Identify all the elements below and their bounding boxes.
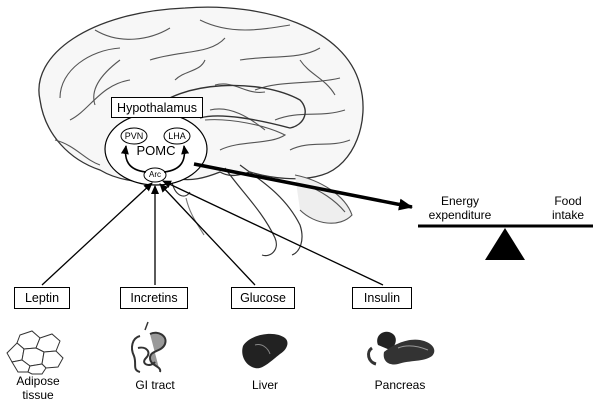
adipose-tissue-label: Adipose tissue <box>16 374 60 402</box>
glucose-box: Glucose <box>231 287 295 309</box>
lha-label: LHA <box>168 131 186 141</box>
pomc-label: POMC <box>136 143 176 158</box>
hypothalamus-label: Hypothalamus <box>111 97 203 118</box>
pancreas-icon <box>367 331 435 366</box>
lha-node <box>163 127 191 145</box>
liver-icon <box>242 333 288 369</box>
output-arrow <box>193 162 413 211</box>
pancreas-label: Pancreas <box>374 378 426 392</box>
adipose-tissue-icon <box>6 330 64 375</box>
insulin-arrow <box>162 180 384 286</box>
liver-label: Liver <box>251 378 278 392</box>
arc-to-lha-arrow <box>163 145 190 173</box>
insulin-box: Insulin <box>352 287 412 309</box>
balance-fulcrum <box>485 228 525 260</box>
arc-label: Arc <box>149 170 161 179</box>
incretins-box: Incretins <box>120 287 188 309</box>
glucose-arrow <box>159 183 256 286</box>
leptin-arrow <box>41 182 153 286</box>
pvn-node <box>120 127 148 145</box>
arc-node <box>143 167 167 183</box>
energy-expenditure-label: Energy expenditure <box>428 194 492 222</box>
pvn-label: PVN <box>124 131 144 141</box>
gi-tract-label: GI tract <box>135 378 175 392</box>
arc-to-pvn-arrow <box>120 145 147 173</box>
food-intake-label: Food intake <box>551 194 585 222</box>
leptin-box: Leptin <box>14 287 70 309</box>
gi-tract-icon <box>131 321 167 373</box>
